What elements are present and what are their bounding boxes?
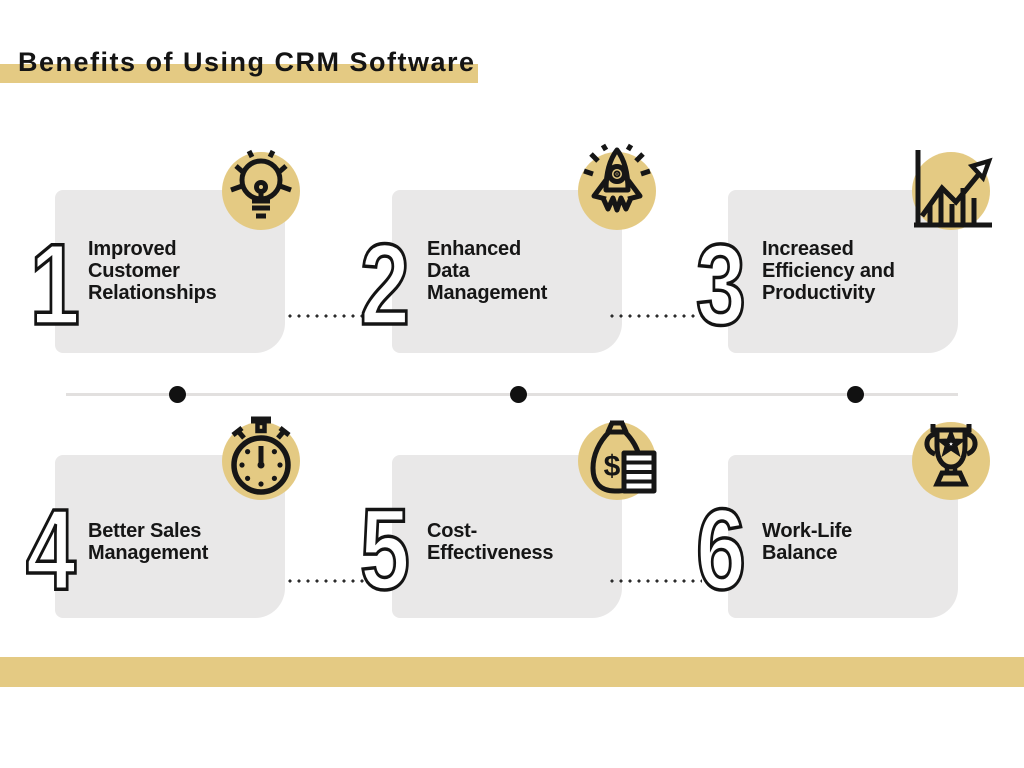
money-bag-icon: $ <box>578 420 657 500</box>
benefit-label-6: Work-Life Balance <box>762 520 853 564</box>
growth-chart-icon <box>912 150 993 230</box>
benefit-label-2: Enhanced Data Management <box>427 238 548 304</box>
dotted-connector <box>610 579 702 583</box>
stopwatch-icon <box>222 416 300 500</box>
lightbulb-icon <box>222 149 300 230</box>
benefit-number-1: 1 <box>29 221 82 349</box>
benefit-number-4: 4 <box>25 486 78 614</box>
title-highlight-bar <box>0 64 478 83</box>
footer-accent-bar <box>0 657 1024 687</box>
benefit-card-5 <box>392 455 622 618</box>
timeline-dot <box>510 386 527 403</box>
rocket-icon <box>578 143 656 230</box>
dotted-connector <box>610 314 702 318</box>
benefit-number-2: 2 <box>359 221 412 349</box>
timeline-dot <box>847 386 864 403</box>
benefit-label-4: Better Sales Management <box>88 520 209 564</box>
benefit-number-3: 3 <box>695 221 748 349</box>
benefit-label-1: Improved Customer Relationships <box>88 238 217 304</box>
benefit-number-6: 6 <box>695 486 748 614</box>
benefit-label-3: Increased Efficiency and Productivity <box>762 238 895 304</box>
dotted-connector <box>288 579 370 583</box>
benefit-label-5: Cost- Effectiveness <box>427 520 554 564</box>
timeline-dot <box>169 386 186 403</box>
benefit-card-2 <box>392 190 622 353</box>
trophy-icon <box>912 422 990 500</box>
dotted-connector <box>288 314 370 318</box>
svg-text:$: $ <box>604 450 621 483</box>
benefit-number-5: 5 <box>359 486 412 614</box>
page-title: Benefits of Using CRM Software <box>18 47 476 77</box>
